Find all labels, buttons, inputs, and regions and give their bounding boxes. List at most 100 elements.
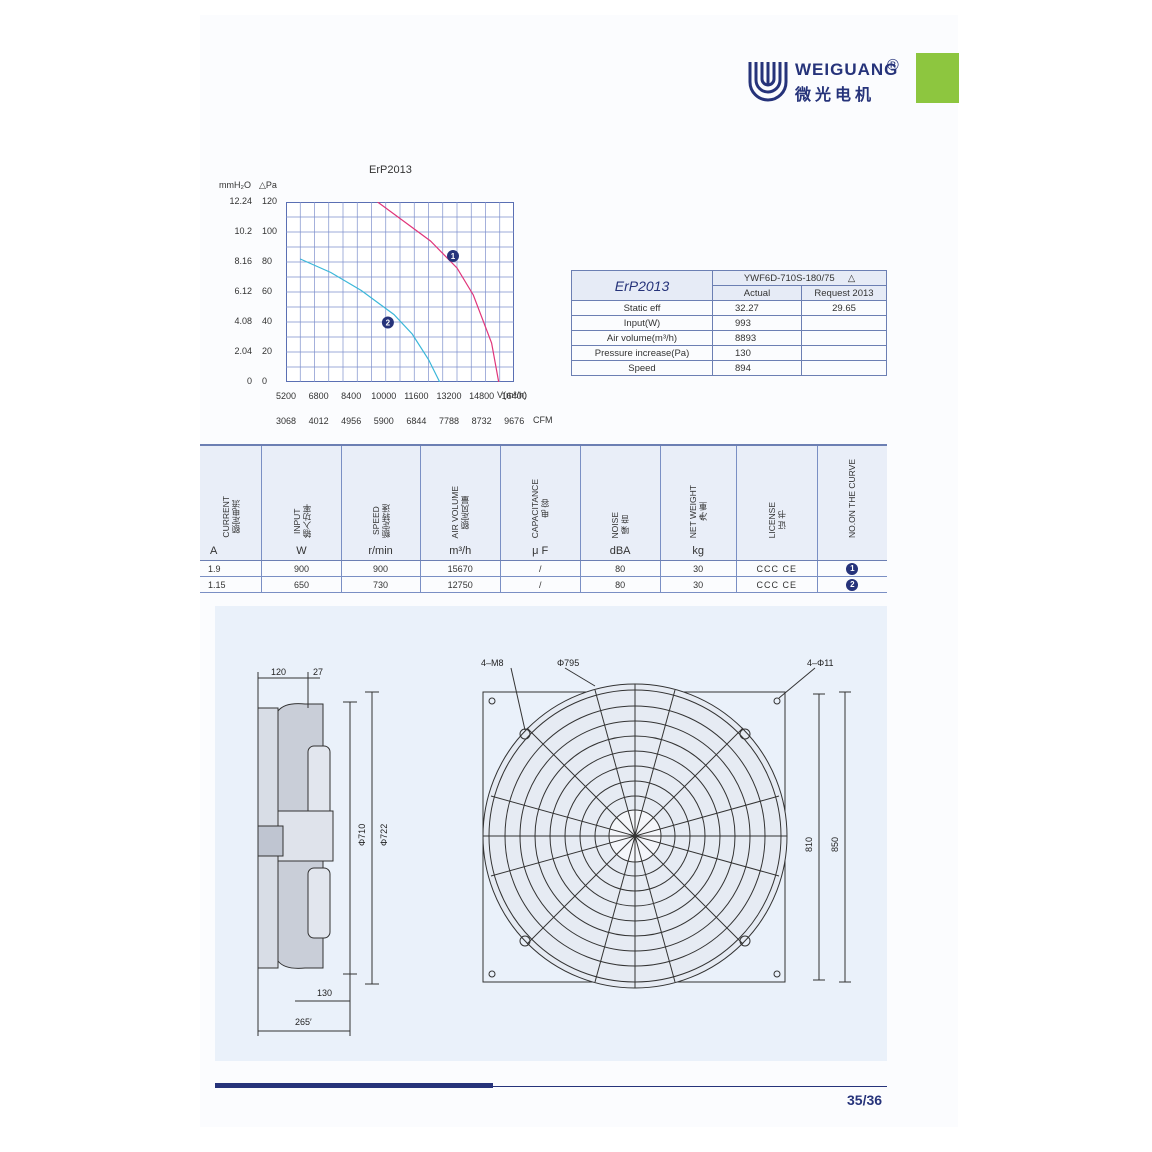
y-tick-pa: 100 — [262, 226, 278, 236]
page-number: 35/36 — [847, 1092, 883, 1108]
erp-col-request: Request 2013 — [801, 285, 887, 301]
spec-cell-license: CCC CE — [735, 560, 818, 577]
y-tick-mmh2o: 12.24 — [229, 196, 252, 206]
spec-header-cn: 噪 音 — [620, 515, 631, 535]
footer-bar — [215, 1083, 493, 1088]
curve-marker-2 — [381, 316, 394, 329]
license-ccc-ce-icon: CCC CE — [756, 579, 797, 590]
x-tick-cfm: 8732 — [471, 416, 492, 426]
curve-marker-label: 2 — [386, 319, 391, 328]
spec-header-unit: kg — [692, 545, 704, 557]
spec-cell-cap: / — [499, 560, 581, 577]
brand-name: WEIGUANG — [795, 60, 899, 79]
erp-model: YWF6D-710S-180/75 △ — [712, 270, 887, 286]
spec-header-en: CAPACITANCE — [530, 478, 541, 538]
spec-header-en: NO.ON THE CURVE — [847, 458, 858, 538]
erp-cell-request — [801, 330, 887, 346]
x-tick-cfm: 4956 — [341, 416, 362, 426]
y-tick-mmh2o: 4.08 — [234, 316, 252, 326]
spec-header: NO.ON THE CURVE — [816, 444, 887, 561]
chart-title: ErP2013 — [369, 164, 412, 176]
spec-cell-input: 900 — [261, 560, 342, 577]
fan-drawing-svg — [257, 667, 851, 1036]
spec-cell-weight: 30 — [659, 576, 737, 593]
x-unit-cfm: CFM — [533, 415, 553, 425]
spec-header-cn: 额定转速 — [380, 504, 391, 538]
y-unit-pa: △Pa — [259, 180, 277, 190]
dim-265: 265′ — [295, 1017, 312, 1027]
y-tick-mmh2o: 10.2 — [234, 226, 252, 236]
side-view-icon — [257, 672, 379, 1036]
y-tick-pa: 40 — [262, 316, 273, 326]
x-tick-cfm: 5900 — [373, 416, 394, 426]
erp-cell-actual: 32.27 — [712, 300, 802, 316]
spec-header-unit: μ F — [532, 545, 549, 557]
erp-cell-actual: 8893 — [712, 330, 802, 346]
curve-number-badge: 2 — [846, 578, 859, 591]
footer-line — [215, 1086, 887, 1087]
spec-header-label: NO.ON THE CURVE — [847, 459, 857, 538]
y-tick-pa: 0 — [262, 376, 268, 386]
erp-row: Pressure increase(Pa)130 — [571, 345, 887, 361]
spec-header-unit: dBA — [609, 545, 631, 557]
x-tick-cfm: 9676 — [504, 416, 525, 426]
spec-cell-air: 12750 — [419, 576, 501, 593]
spec-cell-cap: / — [499, 576, 581, 593]
y-tick-pa: 80 — [262, 256, 273, 266]
x-tick-m3h: 10000 — [371, 391, 397, 401]
spec-header-en: CURRENT — [220, 496, 231, 538]
spec-cell-current: 1.15 — [200, 576, 262, 593]
spec-header-en: INPUT — [291, 508, 302, 534]
registered-mark: ® — [887, 57, 899, 74]
dimension-drawing: 120 27 130 265′ Φ710 Φ722 4–M8 Φ795 4–Φ1… — [215, 606, 887, 1061]
spec-header-en: NOISE — [610, 511, 621, 538]
x-tick-m3h: 13200 — [436, 391, 462, 401]
erp-table: ErP2013 YWF6D-710S-180/75 △ Actual Reque… — [571, 270, 887, 376]
spec-cell-input: 650 — [261, 576, 342, 593]
dim-130: 130 — [317, 988, 333, 998]
erp-model-text: YWF6D-710S-180/75 — [743, 272, 835, 284]
spec-cell-weight: 30 — [659, 560, 737, 577]
spec-header-unit: m³/h — [449, 545, 472, 557]
spec-header-unit: A — [210, 545, 218, 557]
x-tick-m3h: 16400 — [501, 391, 527, 401]
spec-header-cn: 额定电流 — [230, 500, 241, 535]
erp-model-mark: △ — [847, 272, 856, 284]
dim-850: 850 — [830, 836, 840, 852]
y-tick-pa: 120 — [262, 196, 278, 206]
x-tick-m3h: 6800 — [308, 391, 329, 401]
spec-cell-speed: 900 — [340, 560, 421, 577]
spec-header-cn: 额定风量 — [460, 494, 471, 529]
erp-col-actual: Actual — [712, 285, 802, 301]
spec-header-en: NET WEIGHT — [688, 484, 699, 538]
weiguang-logo-icon — [748, 62, 788, 102]
erp-cell-label: Input(W) — [571, 315, 713, 331]
erp-cell-label: Speed — [571, 360, 713, 376]
spec-cell-license: CCC CE — [735, 576, 818, 593]
erp-row: Air volume(m³/h)8893 — [571, 330, 887, 346]
spec-cell-speed: 730 — [340, 576, 421, 593]
y-tick-mmh2o: 8.16 — [234, 256, 252, 266]
erp-cell-label: Pressure increase(Pa) — [571, 345, 713, 361]
erp-cell-request: 29.65 — [801, 300, 887, 316]
x-tick-m3h: 14800 — [469, 391, 495, 401]
x-tick-cfm: 6844 — [406, 416, 427, 426]
x-tick-cfm: 3068 — [275, 416, 297, 426]
curve-series-1 — [377, 202, 500, 382]
dim-phi795: Φ795 — [557, 658, 580, 668]
dim-120: 120 — [271, 667, 287, 677]
license-ccc-ce-icon: CCC CE — [756, 563, 797, 574]
y-tick-mmh2o: 2.04 — [234, 346, 252, 356]
green-accent-block — [916, 53, 959, 103]
